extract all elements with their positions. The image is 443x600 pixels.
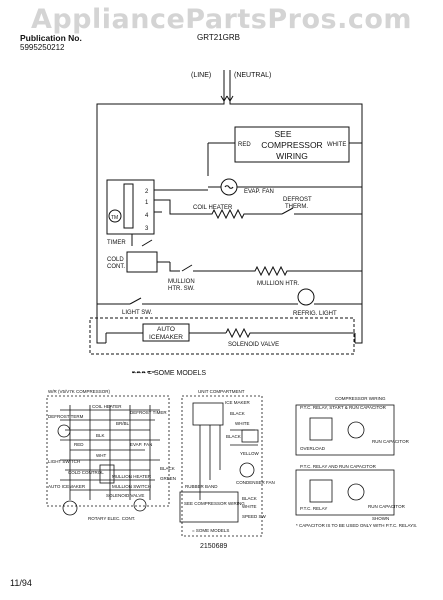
line-label: (LINE) [191,72,211,79]
icemaker-label: ICEMAKER [149,334,183,341]
middle-label-black-1: BLACK [230,411,245,416]
left-label-blk: BLK [96,433,105,438]
left-label-evap-fan: EVAP. FAN [130,442,152,447]
middle-label-black-2: BLACK [226,434,241,439]
cont-label: CONT. [107,264,125,270]
red-wire-label: RED [238,142,251,148]
publication-number: 5995250212 [20,43,65,52]
compressor-wiring-label: WIRING [276,151,308,161]
solenoid-valve-label: SOLENOID VALVE [228,342,279,348]
unit-compartment-title: UNIT COMPARTMENT [198,389,245,394]
white-wire-label: WHITE [327,142,346,148]
auto-label: AUTO [157,326,175,333]
defrost-label: DEFROST [283,197,312,203]
left-label-defrost-timer: DEFROST TIMER [130,410,167,415]
middle-label-speed-sw: SPEED SW [242,514,267,519]
left-label-defrost-term: DEFROST TERM [48,414,84,419]
neutral-label: (NEUTRAL) [234,72,271,79]
timer-label: TIMER [107,240,126,246]
middle-label-rubber-band: RUBBER BAND [185,484,218,489]
mullion-switch-sub-label: HTR. SW. [168,286,195,292]
diagram-part-number: 2150689 [200,543,227,550]
timer-terminal-1: 1 [145,200,149,206]
timer-motor-label: TM [111,215,118,221]
middle-label-yellow: YELLOW [240,451,260,456]
left-wiring-title: W/R (V5/V7K COMPRESSOR) [48,389,111,394]
middle-label-green: GREEN [160,476,176,481]
left-label-br-bl: BR/BL [116,421,130,426]
right-label-ptc-relay: P.T.C. RELAY [300,506,327,511]
therm-label: THERM. [285,204,308,210]
left-label-mullion-switch: MULLION SWITCH [112,484,151,489]
mullion-switch-label: MULLION [168,279,195,285]
right-label-shown: SHOWN [372,516,389,521]
left-label-solenoid-valve: SOLENOID VALVE [106,493,144,498]
middle-label-ice-maker: ICE MAKER [225,400,251,405]
right-label-run-cap-1: RUN CAPACITOR [372,439,410,444]
right-label-run-cap-2: RUN CAPACITOR [368,504,406,509]
timer-terminal-2: 2 [145,189,149,195]
left-label-auto-icemaker: AUTO ICEMAKER [48,484,86,489]
cold-label: COLD [107,257,124,263]
mullion-heater-label: MULLION HTR. [257,281,300,287]
publication-label: Publication No. [20,33,82,43]
light-switch-label: LIGHT SW. [122,310,153,316]
right-note-start-run: P.T.C. RELAY, START & RUN CAPACITOR [300,405,387,410]
middle-label-black-4: BLACK [160,466,175,471]
left-label-wht: WHT [96,453,106,458]
middle-label-see-compressor: SEE COMPRESSOR WIRING [184,501,245,506]
model-number: GRT21GRB [197,33,240,42]
right-note-relay-run: P.T.C. RELAY AND RUN CAPACITOR [300,464,377,469]
watermark-text: AppliancePartsPros.com [30,4,413,35]
middle-label-white: WHITE [235,421,250,426]
timer-terminal-3: 3 [145,226,149,232]
left-label-cold-control: COLD CONTROL [68,470,104,475]
compressor-wiring-title: COMPRESSOR WIRING [335,396,386,401]
middle-label-condenser-fan: CONDENSER FAN [236,480,275,485]
left-label-rotary-cont: ROTARY ELEC. CONT. [88,516,135,521]
middle-label-white-2: WHITE [242,504,257,509]
timer-terminal-4: 4 [145,213,149,219]
left-label-coil-heater: COIL HEATER [92,404,122,409]
compressor-name-label: COMPRESSOR [261,140,322,150]
footer-date: 11/94 [10,578,32,588]
refrig-light-label: REFRIG. LIGHT [293,311,337,317]
compressor-see-label: SEE [274,129,291,139]
evap-fan-label: EVAP. FAN [244,189,274,195]
some-models-legend: ------ = SOME MODELS [132,370,206,377]
coil-heater-label: COIL HEATER [193,205,233,211]
left-label-mullion-heater: MULLION HEATER [112,474,152,479]
left-label-light-switch: LIGHT SWITCH [48,459,80,464]
right-label-overload: OVERLOAD [300,446,326,451]
middle-label-black-3: BLACK [242,496,257,501]
left-label-red: RED [74,442,84,447]
right-capacitor-note: * CAPACITOR IS TO BE USED ONLY WITH P.T.… [296,523,417,528]
middle-label-some-models: = SOME MODELS [192,528,229,533]
